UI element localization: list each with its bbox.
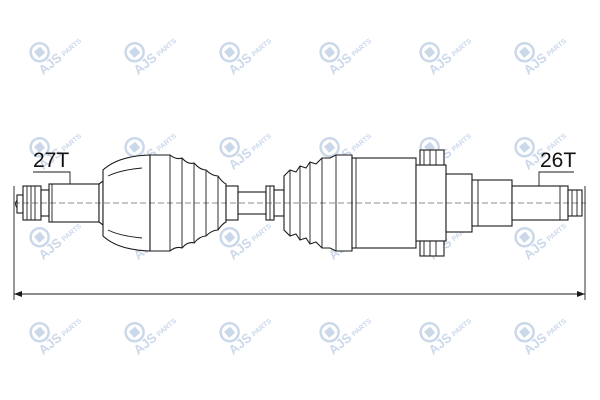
watermark-sub: PARTS	[61, 318, 84, 338]
inner-cv-boot	[283, 154, 353, 252]
watermark-sub: PARTS	[156, 133, 179, 153]
watermark-sub: PARTS	[251, 38, 274, 58]
right-spline-callout: 26T	[538, 149, 576, 186]
watermark-sub: PARTS	[451, 318, 474, 338]
watermark-sub: PARTS	[351, 318, 374, 338]
left-spline-label: 27T	[33, 149, 69, 172]
drive-shaft	[14, 149, 586, 257]
watermark-sub: PARTS	[351, 133, 374, 153]
watermark-sub: PARTS	[451, 38, 474, 58]
watermark-sub: PARTS	[251, 223, 274, 243]
watermark-sub: PARTS	[156, 38, 179, 58]
watermark-sub: PARTS	[546, 223, 569, 243]
right-spline-label: 26T	[540, 149, 576, 172]
watermark-sub: PARTS	[251, 318, 274, 338]
watermark-sub: PARTS	[156, 318, 179, 338]
watermark-sub: PARTS	[351, 38, 374, 58]
watermark-sub: PARTS	[251, 133, 274, 153]
watermark-sub: PARTS	[546, 318, 569, 338]
watermark-sub: PARTS	[546, 38, 569, 58]
watermark-sub: PARTS	[61, 223, 84, 243]
overall-length-dimension	[13, 186, 586, 300]
watermark-sub: PARTS	[61, 38, 84, 58]
left-spline-callout: 27T	[33, 149, 71, 184]
watermark-sub: PARTS	[451, 133, 474, 153]
